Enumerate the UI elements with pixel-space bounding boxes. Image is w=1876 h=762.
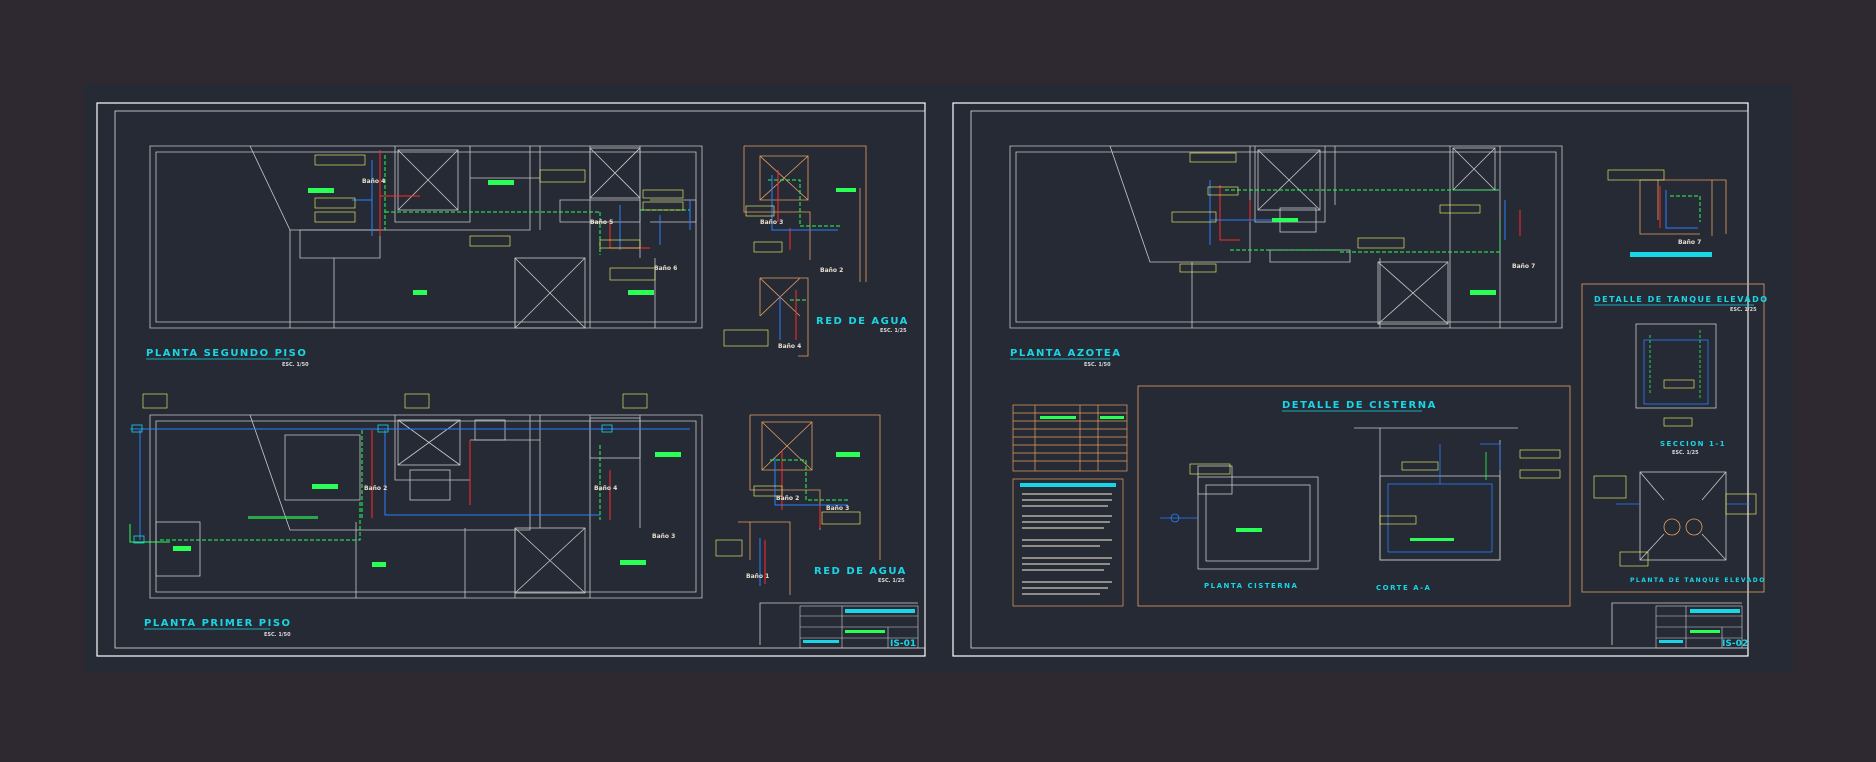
detail-tanque-frame (1581, 283, 1765, 593)
title-detalle-cisterna: DETALLE DE CISTERNA (1282, 400, 1437, 411)
room-label: Baño 3 (826, 505, 849, 512)
planta-tanque-drawing (1616, 471, 1750, 561)
scale-planta-primer: ESC. 1/50 (264, 632, 291, 638)
room-label: Baño 7 (1512, 263, 1535, 270)
title-planta-cisterna: PLANTA CISTERNA (1204, 582, 1298, 590)
title-planta-segundo: PLANTA SEGUNDO PISO (146, 348, 307, 359)
room-label: Baño 4 (594, 485, 617, 492)
room-label: Baño 4 (778, 343, 801, 350)
plan-segundo-labels: Baño 4 Baño 5 Baño 6 (308, 154, 684, 295)
detail-bano-7 (1639, 179, 1727, 236)
room-label: Baño 2 (776, 495, 799, 502)
room-label: Baño 7 (1678, 239, 1701, 246)
sheet-code-2: IS-02 (1722, 639, 1748, 649)
title-planta-azotea: PLANTA AZOTEA (1010, 348, 1121, 359)
title-block-sheet-2 (1655, 605, 1743, 649)
model-space (85, 84, 1793, 673)
scale-planta-segundo: ESC. 1/50 (282, 362, 309, 368)
title-planta-tanque: PLANTA DE TANQUE ELEVADO (1630, 577, 1766, 584)
sheet-1-inner-frame (114, 110, 926, 649)
title-detalle-tanque: DETALLE DE TANQUE ELEVADO (1594, 295, 1769, 304)
title-red-agua-2: RED DE AGUA (814, 566, 907, 577)
plan-azotea-piping (1209, 180, 1521, 253)
room-label: Baño 2 (364, 485, 387, 492)
scale-planta-azotea: ESC. 1/50 (1084, 362, 1111, 368)
plan-primer-labels: Baño 2 Baño 4 Baño 3 (131, 393, 681, 567)
plan-segundo-piso (149, 145, 703, 329)
detail-cisterna-frame (1137, 385, 1571, 607)
plan-primer-piso (149, 414, 703, 599)
plan-primer-piso-piping (129, 428, 690, 543)
legend-table (1012, 404, 1128, 472)
plan-segundo-piso-piping (352, 150, 691, 255)
sheet-1: Baño 4 Baño 5 Baño 6 PLANTA SEGUNDO PISO… (96, 102, 926, 657)
planta-cisterna-drawing (1160, 465, 1319, 570)
room-label: Baño 5 (590, 219, 613, 226)
isometric-red-agua-2-piping (759, 450, 850, 586)
room-label: Baño 3 (652, 533, 675, 540)
scale-red-agua-1: ESC. 1/25 (880, 328, 907, 334)
room-label: Baño 2 (820, 267, 843, 274)
sheet-2-inner-frame (970, 110, 1749, 649)
seccion-11-drawing (1635, 323, 1717, 409)
sheet-code-1: IS-01 (890, 639, 916, 649)
room-label: Baño 1 (746, 573, 769, 580)
title-block-sheet-1 (799, 605, 919, 649)
scale-detalle-tanque: ESC. 1/25 (1730, 307, 1757, 313)
scale-red-agua-2: ESC. 1/25 (878, 578, 905, 584)
sheet-2: Baño 7 PLANTA AZOTEA ESC. 1/50 Baño 7 (952, 102, 1769, 657)
title-planta-primer: PLANTA PRIMER PISO (144, 618, 292, 629)
corte-aa-drawing (1354, 427, 1518, 561)
title-seccion-11: SECCION 1-1 (1660, 440, 1726, 448)
scale-seccion-11: ESC. 1/25 (1672, 450, 1699, 456)
room-label: Baño 6 (654, 265, 677, 272)
general-notes (1012, 478, 1124, 607)
title-corte-aa: CORTE A-A (1376, 584, 1431, 592)
isometric-red-agua-1-piping (768, 170, 840, 340)
room-label: Baño 3 (760, 219, 783, 226)
room-label: Baño 4 (362, 178, 385, 185)
title-red-agua-1: RED DE AGUA (816, 316, 909, 327)
plan-azotea-labels: Baño 7 (1171, 152, 1535, 295)
